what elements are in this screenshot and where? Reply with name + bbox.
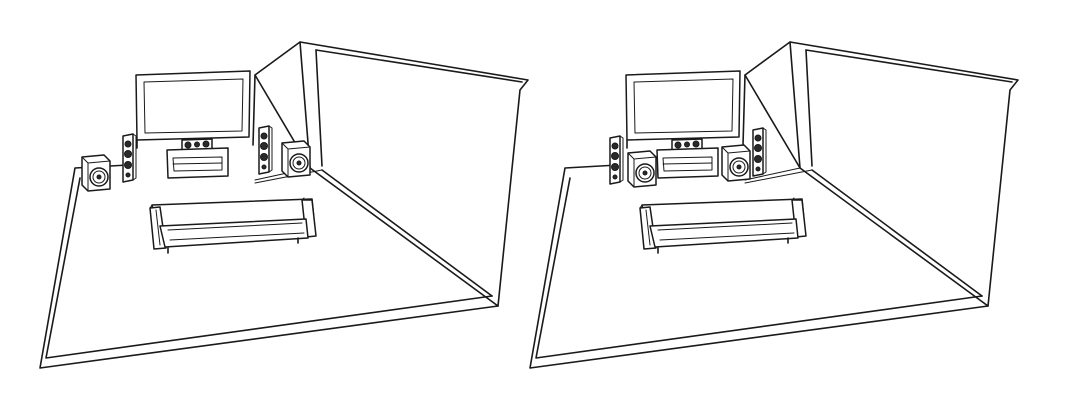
left-tower-speaker xyxy=(609,135,624,185)
tv xyxy=(135,70,251,149)
left-panel xyxy=(39,41,529,369)
left-subwoofer xyxy=(81,154,111,192)
left-subwoofer xyxy=(627,150,657,188)
left-tower-speaker xyxy=(122,133,137,183)
tv xyxy=(625,70,741,149)
right-tower-speaker xyxy=(752,127,767,177)
tv-stand xyxy=(166,147,229,179)
sofa xyxy=(639,197,807,254)
tv-stand xyxy=(656,147,719,179)
right-tower-speaker xyxy=(258,125,273,175)
right-subwoofer xyxy=(281,140,311,178)
right-panel xyxy=(529,41,1019,369)
sofa xyxy=(149,197,317,254)
right-subwoofer xyxy=(721,144,751,182)
